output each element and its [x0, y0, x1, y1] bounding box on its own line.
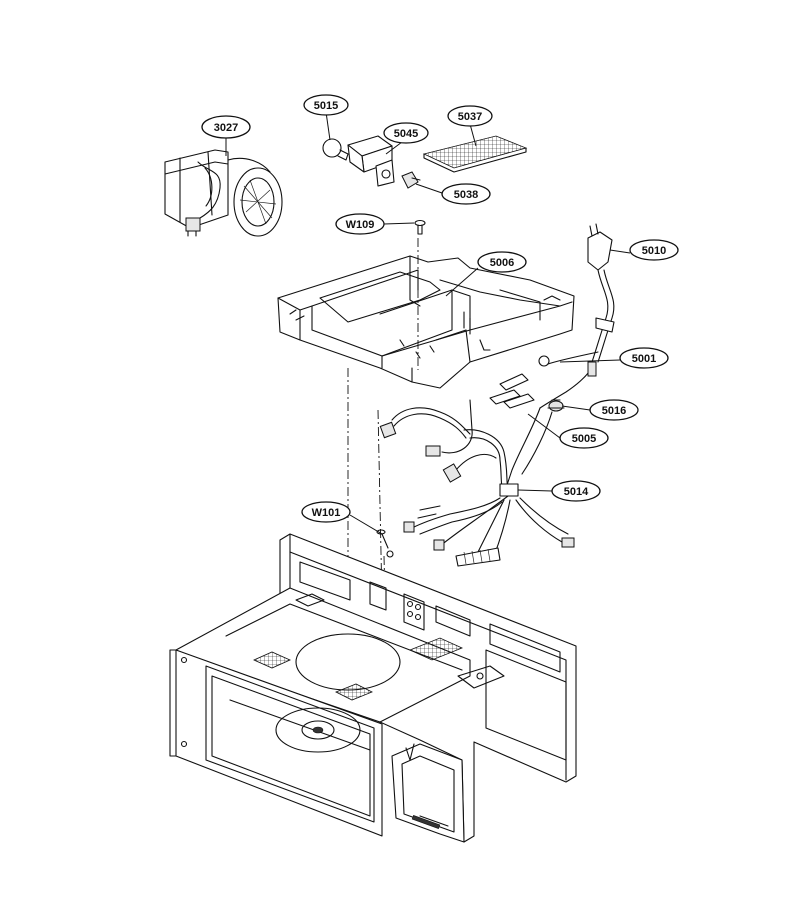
callout-3027: 3027	[201, 115, 251, 139]
power-cord	[539, 223, 615, 409]
charcoal-filter	[422, 135, 528, 173]
callout-5010: 5010	[629, 239, 679, 261]
callout-5038: 5038	[441, 183, 491, 205]
screw-w109	[414, 219, 426, 235]
callout-w109-label: W109	[346, 219, 375, 231]
oven-cavity-chassis	[169, 533, 577, 843]
callout-5014: 5014	[551, 480, 601, 502]
callout-5006: 5006	[477, 251, 527, 273]
fuse-and-thermostat-parts	[489, 351, 599, 412]
blower-fan-motor	[164, 149, 283, 237]
screw-w101	[376, 529, 394, 558]
callout-5045: 5045	[383, 122, 429, 144]
callout-5010-label: 5010	[642, 245, 666, 257]
callout-5005: 5005	[559, 427, 609, 449]
callout-5001: 5001	[619, 347, 669, 369]
callout-5006-label: 5006	[490, 257, 514, 269]
callout-5014-label: 5014	[564, 486, 589, 498]
callout-5016: 5016	[589, 399, 639, 421]
callout-5005-label: 5005	[572, 433, 596, 445]
callout-5001-label: 5001	[632, 353, 656, 365]
callout-w101: W101	[301, 501, 351, 523]
callout-5038-label: 5038	[454, 189, 478, 201]
callout-5015: 5015	[303, 94, 349, 116]
callout-3027-label: 3027	[214, 122, 238, 134]
callout-w109: W109	[335, 213, 385, 235]
lamp-and-socket	[322, 135, 421, 189]
callout-5037-label: 5037	[458, 111, 482, 123]
callout-5016-label: 5016	[602, 405, 626, 417]
base-plate	[277, 255, 575, 389]
callout-5045-label: 5045	[394, 128, 418, 140]
callout-5037: 5037	[447, 105, 493, 127]
callout-5015-label: 5015	[314, 100, 338, 112]
wire-harness	[379, 399, 575, 567]
callout-w101-label: W101	[312, 507, 341, 519]
callout-leaders	[225, 111, 631, 535]
